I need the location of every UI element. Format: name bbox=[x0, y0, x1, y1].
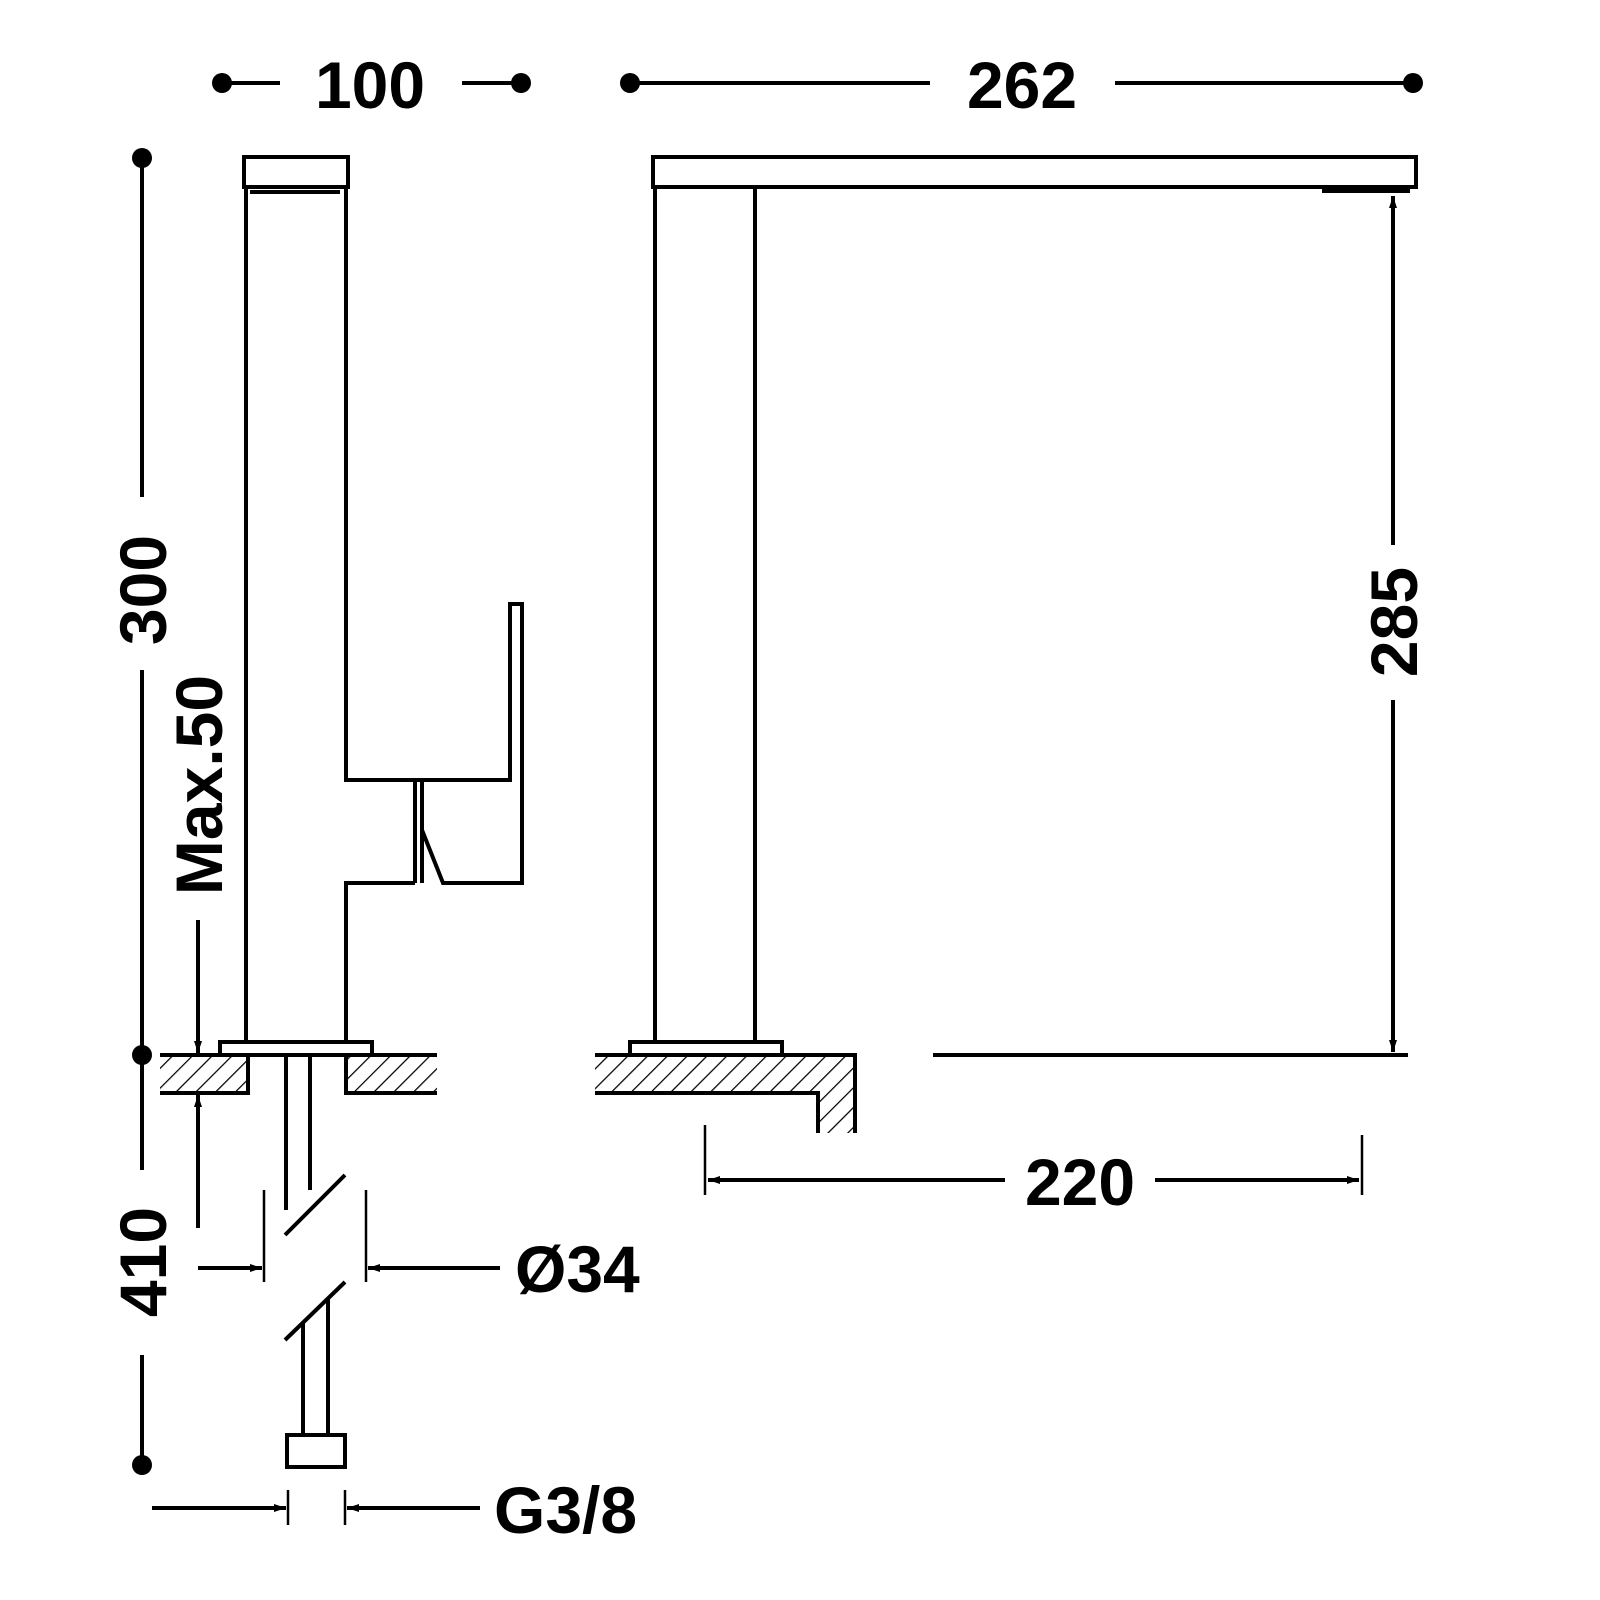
max-thickness-label: Max.50 bbox=[162, 675, 236, 895]
dimension-max-counter-thickness: Max.50 bbox=[162, 675, 236, 1228]
countertop-section bbox=[595, 1057, 853, 1133]
spout-width-label: 100 bbox=[315, 48, 425, 122]
dimension-spout-width: 100 bbox=[212, 48, 531, 122]
dimension-total-height: 300 bbox=[106, 148, 180, 1065]
dimension-hole-diameter: Ø34 bbox=[198, 1190, 640, 1306]
hose-length-label: 410 bbox=[106, 1207, 180, 1317]
dimension-outlet-height: 285 bbox=[933, 196, 1431, 1057]
hose-connector bbox=[285, 1433, 347, 1469]
connection-thread-label: G3/8 bbox=[494, 1473, 637, 1547]
countertop-section bbox=[346, 1057, 437, 1093]
dimension-hose-length: 410 bbox=[106, 1055, 180, 1475]
countertop-section bbox=[160, 1057, 248, 1093]
spout-reach-label: 262 bbox=[967, 48, 1077, 122]
dimension-spout-reach: 262 bbox=[620, 48, 1423, 122]
counter-overhang-label: 220 bbox=[1025, 1145, 1135, 1219]
dimension-connection-thread: G3/8 bbox=[152, 1473, 637, 1547]
outlet-height-label: 285 bbox=[1357, 567, 1431, 677]
total-height-label: 300 bbox=[106, 535, 180, 645]
faucet-side-view bbox=[595, 155, 1418, 1133]
hole-diameter-label: Ø34 bbox=[515, 1232, 640, 1306]
faucet-front-view bbox=[160, 155, 524, 1469]
dimension-counter-overhang: 220 bbox=[703, 1125, 1364, 1219]
